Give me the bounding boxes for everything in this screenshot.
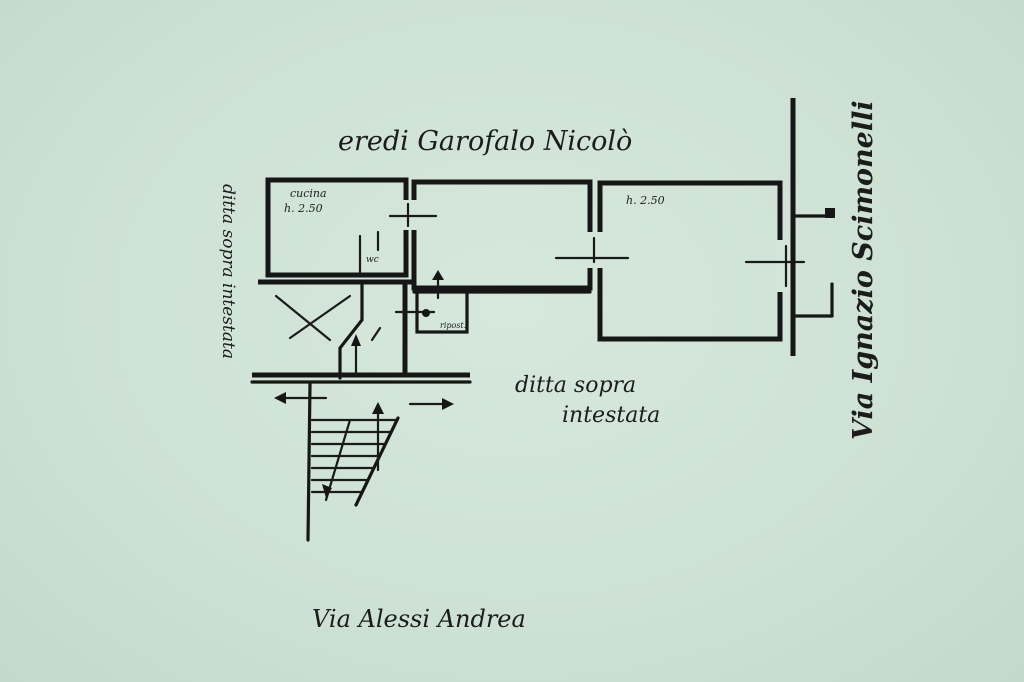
stair-left-rail <box>306 382 312 542</box>
stair-mid-rail <box>324 418 352 502</box>
hall-stair-line <box>338 282 364 380</box>
hall-arrow-mark <box>370 326 382 342</box>
room-kitchen: cucina h. 2.50 wc <box>265 177 409 278</box>
hall-area <box>250 279 592 384</box>
wc-label: wc <box>366 255 379 265</box>
void-cross-2 <box>288 294 352 340</box>
right-street-label: Via Ignazio Scimonelli <box>848 100 879 440</box>
room-middle <box>411 179 593 291</box>
street-step-block <box>825 208 835 218</box>
exterior-staircase <box>306 382 400 542</box>
closet-arrow-head <box>432 270 444 280</box>
closet-knob <box>422 309 430 317</box>
left-neighbor-label: ditta sopra intestata <box>218 184 238 359</box>
closet-label: ripost. <box>440 321 466 330</box>
void-cross-1 <box>274 294 332 342</box>
room-middle-walls <box>411 179 593 291</box>
bottom-neighbor-label-line1: ditta sopra <box>515 373 636 398</box>
room-kitchen-name: cucina <box>290 187 327 200</box>
room-right-height: h. 2.50 <box>626 194 665 207</box>
bottom-street-label: Via Alessi Andrea <box>312 605 526 633</box>
stair-arrow-head <box>372 402 384 414</box>
room-kitchen-walls <box>265 177 409 278</box>
arrow-left-head <box>274 392 286 404</box>
room-kitchen-height: h. 2.50 <box>284 202 323 215</box>
street-wall <box>790 98 835 356</box>
bottom-neighbor-label-line2: intestata <box>562 403 660 428</box>
arrow-right-head <box>442 398 454 410</box>
top-neighbor-label: eredi Garofalo Nicolò <box>338 126 632 157</box>
entrance-arrows <box>274 392 454 410</box>
closet: ripost. <box>394 270 469 334</box>
hall-arrow-head <box>351 334 361 346</box>
